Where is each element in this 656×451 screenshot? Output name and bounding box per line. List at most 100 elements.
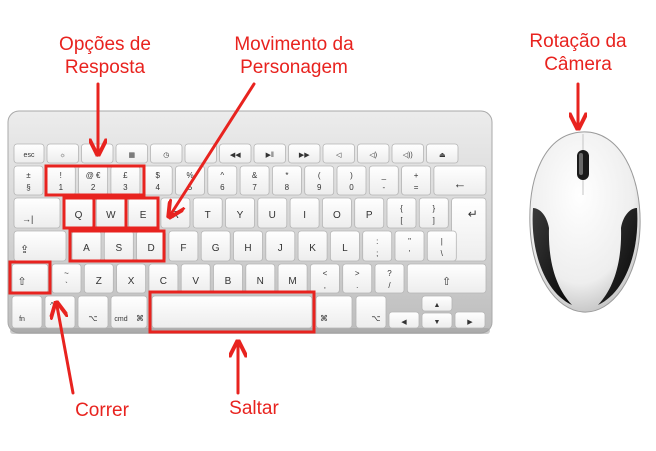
label-camera-rotation-line1: Rotação da bbox=[529, 31, 627, 52]
key-punct-row4-0 bbox=[309, 263, 340, 294]
label-camera-rotation-line2: Câmera bbox=[544, 54, 612, 75]
highlight-keys-asd bbox=[68, 229, 166, 263]
key-label-fn-row-6: ◀◀ bbox=[230, 152, 241, 159]
key-label-backtick-bottom: ` bbox=[65, 281, 68, 290]
key-label-punct-row4-bottom-1: . bbox=[356, 281, 358, 290]
key-letter-l bbox=[329, 230, 360, 262]
key-label-arrow-left: ◀ bbox=[401, 319, 407, 326]
key-label-num-row-bottom-0: § bbox=[26, 183, 30, 192]
keyboard: esc☼☀▦◷◀◀▶‖▶▶◁◁)◁))⏏±§!1@ €2£3$4%5^6&7*8… bbox=[7, 110, 493, 334]
key-label-letter-x: X bbox=[128, 276, 135, 287]
mouse bbox=[529, 131, 641, 313]
key-label-letter-b: B bbox=[225, 276, 232, 287]
key-letter-t bbox=[192, 197, 223, 229]
key-label-letter-y: Y bbox=[237, 210, 244, 221]
key-label-num-row-top-0: ± bbox=[26, 171, 31, 180]
key-label-num-row-bottom-4: 4 bbox=[155, 183, 160, 192]
key-fn-row-12 bbox=[426, 143, 459, 164]
key-label-letter-d: D bbox=[147, 243, 154, 254]
key-arrow-left bbox=[388, 311, 420, 329]
key-label-letter-s: S bbox=[115, 243, 122, 254]
key-label-num-row-top-4: $ bbox=[155, 171, 160, 180]
key-fn-row-11 bbox=[391, 143, 424, 164]
key-label-enter: ↵ bbox=[468, 207, 478, 221]
key-command-right bbox=[315, 295, 353, 329]
key-label-num-row-bottom-1: 1 bbox=[59, 183, 64, 192]
key-letter-h bbox=[233, 230, 263, 262]
key-label-punct-row4-top-2: ? bbox=[387, 269, 392, 278]
key-fn-row-4 bbox=[150, 143, 183, 164]
key-label-num-row-bottom-3: 3 bbox=[123, 183, 128, 192]
key-label-command-left: cmd bbox=[114, 316, 127, 323]
key-num-row-10 bbox=[336, 165, 367, 196]
key-fn-row-3 bbox=[115, 143, 148, 164]
key-label-fn-row-0: esc bbox=[24, 152, 35, 159]
label-jump: Saltar bbox=[229, 398, 279, 419]
key-label-letter-f: F bbox=[180, 243, 186, 254]
key-label-num-row-top-12: + bbox=[414, 171, 419, 180]
key-punct-row3-2 bbox=[426, 230, 457, 262]
key-num-row-8 bbox=[271, 165, 302, 196]
key-label-num-row-top-10: ) bbox=[350, 171, 353, 180]
key-label-arrow-up: ▲ bbox=[434, 302, 441, 309]
key-letter-y bbox=[225, 197, 255, 229]
key-label-num-row-bottom-7: 7 bbox=[252, 183, 257, 192]
key-label-letter-l: L bbox=[342, 243, 348, 254]
key-label-num-row-bottom-11: - bbox=[382, 183, 385, 192]
key-fn-row-0 bbox=[13, 143, 45, 164]
key-label-fn-row-1: ☼ bbox=[60, 152, 66, 159]
key-label-letter-o: O bbox=[333, 210, 341, 221]
key-label-fn: fn bbox=[19, 316, 25, 323]
key-num-row-6 bbox=[207, 165, 238, 196]
key-label-num-row-bottom-8: 8 bbox=[285, 183, 290, 192]
mouse-body bbox=[529, 131, 641, 313]
key-label-bracket-top-1: } bbox=[432, 204, 435, 213]
key-label-fn-row-4: ◷ bbox=[163, 152, 169, 159]
key-label-letter-w: W bbox=[106, 210, 116, 221]
key-label-num-row-top-9: ( bbox=[318, 171, 321, 180]
label-camera-rotation: Rotação da Câmera bbox=[518, 30, 638, 76]
key-label-bracket-top-0: { bbox=[400, 204, 403, 213]
key-label-letter-q: Q bbox=[75, 210, 83, 221]
key-label-punct-row3-top-1: " bbox=[408, 237, 411, 246]
highlight-boxes bbox=[8, 164, 316, 334]
key-label-letter-a: A bbox=[83, 243, 90, 254]
key-punct-row4-1 bbox=[342, 263, 373, 294]
key-label-num-row-bottom-9: 9 bbox=[317, 183, 322, 192]
key-label-fn-row-11: ◁)) bbox=[403, 152, 413, 159]
key-fn-row-1 bbox=[46, 143, 79, 164]
key-label-fn-row-8: ▶▶ bbox=[299, 152, 310, 159]
key-label-fn-row-10: ◁) bbox=[369, 152, 377, 159]
key-label-letter-j: J bbox=[278, 243, 283, 254]
key-punct-row3-1 bbox=[394, 230, 425, 262]
key-fn-row-9 bbox=[322, 143, 355, 164]
key-punct-row3-0 bbox=[362, 230, 393, 262]
key-fn-row-8 bbox=[288, 143, 321, 164]
key-num-row-9 bbox=[304, 165, 335, 196]
key-letter-f bbox=[168, 230, 199, 262]
key-punct-row4-2 bbox=[374, 263, 405, 294]
key-label-letter-u: U bbox=[269, 210, 276, 221]
mouse-scroll-wheel-highlight bbox=[579, 153, 583, 175]
key-label-punct-row4-bottom-0: , bbox=[324, 281, 326, 290]
highlight-key-e bbox=[124, 196, 160, 230]
key-label-num-row-top-2: @ € bbox=[86, 171, 101, 180]
key-label-fn-row-7: ▶‖ bbox=[266, 152, 274, 159]
key-label-bracket-bottom-0: [ bbox=[400, 216, 403, 225]
key-letter-o bbox=[321, 197, 352, 229]
key-label-punct-row3-top-0: : bbox=[376, 237, 378, 246]
key-bracket-1 bbox=[418, 197, 449, 229]
key-option bbox=[77, 295, 109, 329]
key-label-punct-row3-bottom-2: \ bbox=[441, 249, 444, 258]
label-character-movement-line2: Personagem bbox=[240, 57, 348, 78]
key-tab bbox=[13, 197, 61, 229]
annotation-arrows bbox=[57, 82, 578, 395]
key-letter-g bbox=[200, 230, 231, 262]
label-character-movement-line1: Movimento da bbox=[234, 34, 354, 55]
key-label-punct-row3-bottom-0: ; bbox=[376, 249, 378, 258]
label-character-movement: Movimento da Personagem bbox=[224, 33, 364, 79]
key-num-row-7 bbox=[239, 165, 270, 196]
key-label-letter-i: I bbox=[303, 210, 306, 221]
key-label-punct-row4-bottom-2: / bbox=[388, 281, 391, 290]
